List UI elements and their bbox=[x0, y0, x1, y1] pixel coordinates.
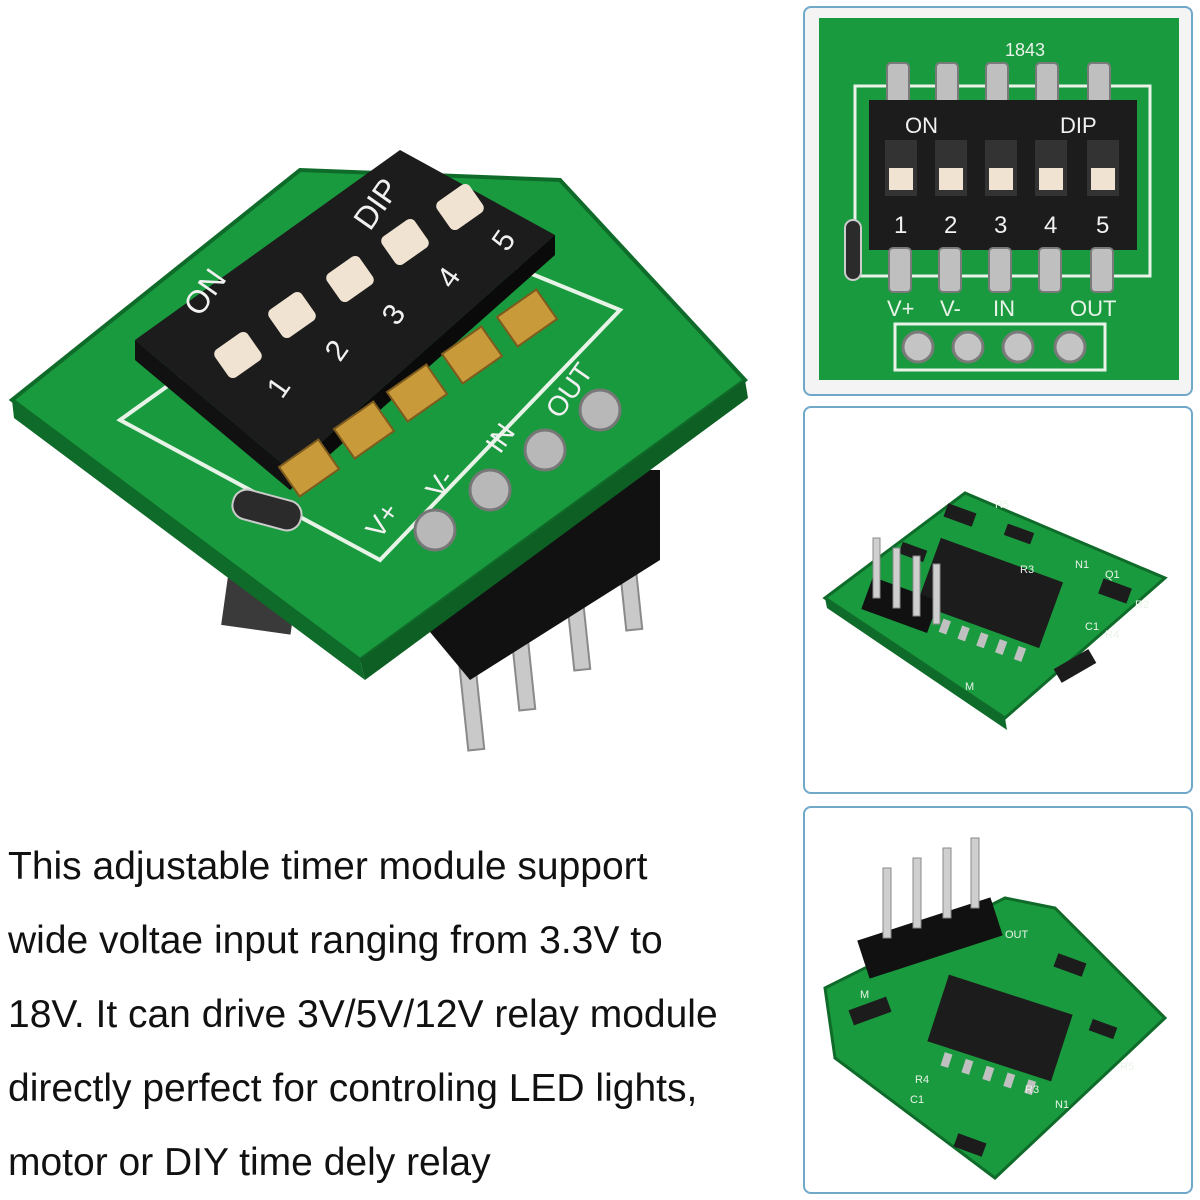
switch-numbers: 1 2 3 4 5 bbox=[894, 212, 1109, 239]
svg-text:V+: V+ bbox=[887, 296, 915, 321]
svg-text:N1: N1 bbox=[1075, 559, 1089, 571]
description-line: 18V. It can drive 3V/5V/12V relay module bbox=[8, 993, 718, 1036]
svg-text:OUT: OUT bbox=[1070, 296, 1116, 321]
switch-label-on: ON bbox=[905, 113, 938, 138]
svg-text:N1: N1 bbox=[1055, 1099, 1069, 1111]
header-pins bbox=[882, 837, 980, 939]
svg-text:4: 4 bbox=[1044, 212, 1057, 239]
svg-text:Q1: Q1 bbox=[1105, 569, 1120, 581]
svg-text:R3: R3 bbox=[1020, 564, 1034, 576]
main-product-photo: ON DIP 1 2 3 4 5 V+ V- IN OUT bbox=[0, 0, 790, 790]
smd-components bbox=[898, 503, 1132, 683]
svg-text:IN: IN bbox=[993, 296, 1015, 321]
dip-switch-knobs bbox=[214, 183, 484, 379]
svg-text:R5: R5 bbox=[1120, 1061, 1134, 1073]
svg-text:M: M bbox=[965, 681, 974, 693]
ic-legs bbox=[940, 1052, 1037, 1096]
svg-text:V-: V- bbox=[940, 296, 961, 321]
timer-module-underside-view: R5 R3 Q1 R2 C1 R4 N1 M bbox=[822, 491, 1168, 730]
svg-text:3: 3 bbox=[994, 212, 1007, 239]
header-pins bbox=[872, 537, 941, 625]
timer-module-underside-angle-view: OUT R3 R5 N1 C1 R4 M bbox=[823, 837, 1168, 1180]
svg-text:C1: C1 bbox=[1085, 621, 1099, 633]
smd-components bbox=[848, 953, 1118, 1157]
dip-switch-top-legs bbox=[886, 62, 1111, 108]
dip-switch-knobs bbox=[889, 168, 1115, 190]
description-line: directly perfect for controling LED ligh… bbox=[8, 1067, 698, 1110]
dip-switch-body bbox=[135, 150, 555, 470]
svg-text:OUT: OUT bbox=[1005, 929, 1029, 941]
description-line: This adjustable timer module support bbox=[8, 845, 648, 888]
dip-switch-legs bbox=[277, 288, 559, 498]
svg-text:1: 1 bbox=[894, 212, 907, 239]
ic-legs bbox=[938, 618, 1027, 662]
board-code: 1843 bbox=[1005, 40, 1045, 60]
pin-labels: V+ V- IN OUT bbox=[887, 296, 1116, 321]
top-view-panel: 1843 ON DIP 1 2 bbox=[803, 6, 1193, 396]
svg-text:R2: R2 bbox=[1135, 599, 1149, 611]
timer-module-angled-view: ON DIP 1 2 3 4 5 V+ V- IN OUT bbox=[8, 150, 748, 752]
header-pins bbox=[420, 470, 660, 752]
svg-text:R3: R3 bbox=[1025, 1084, 1039, 1096]
svg-text:R5: R5 bbox=[995, 499, 1009, 511]
svg-text:2: 2 bbox=[944, 212, 957, 239]
underside-view-panel: R5 R3 Q1 R2 C1 R4 N1 M bbox=[803, 406, 1193, 794]
silkscreen-labels: R5 R3 Q1 R2 C1 R4 N1 M bbox=[965, 499, 1149, 693]
svg-text:M: M bbox=[860, 989, 869, 1001]
svg-text:5: 5 bbox=[1096, 212, 1109, 239]
svg-text:R4: R4 bbox=[915, 1074, 929, 1086]
switch-label-dip: DIP bbox=[1060, 113, 1097, 138]
pin-solder-joints bbox=[413, 388, 622, 552]
ic-chip bbox=[916, 537, 1064, 649]
ic-chip bbox=[927, 974, 1073, 1082]
pin-header-outline bbox=[893, 322, 1107, 372]
crystal-component bbox=[231, 488, 303, 532]
pin-solder-joints bbox=[901, 330, 1087, 364]
underside-angle-panel: OUT R3 R5 N1 C1 R4 M bbox=[803, 806, 1193, 1194]
silkscreen-labels: OUT R3 R5 N1 C1 R4 M bbox=[860, 929, 1134, 1111]
crystal-component bbox=[844, 219, 862, 281]
pin-header-plastic bbox=[420, 470, 660, 680]
svg-text:R4: R4 bbox=[1105, 629, 1119, 641]
dip-switch-bottom-legs bbox=[888, 247, 1114, 293]
svg-text:C1: C1 bbox=[910, 1094, 924, 1106]
description-line: wide voltae input ranging from 3.3V to bbox=[8, 919, 663, 962]
description-line: motor or DIY time dely relay bbox=[8, 1141, 491, 1184]
product-description: This adjustable timer module support wid… bbox=[8, 830, 798, 1200]
timer-module-top-view: 1843 ON DIP 1 2 bbox=[819, 18, 1179, 380]
pin-header-plastic bbox=[857, 897, 1003, 979]
